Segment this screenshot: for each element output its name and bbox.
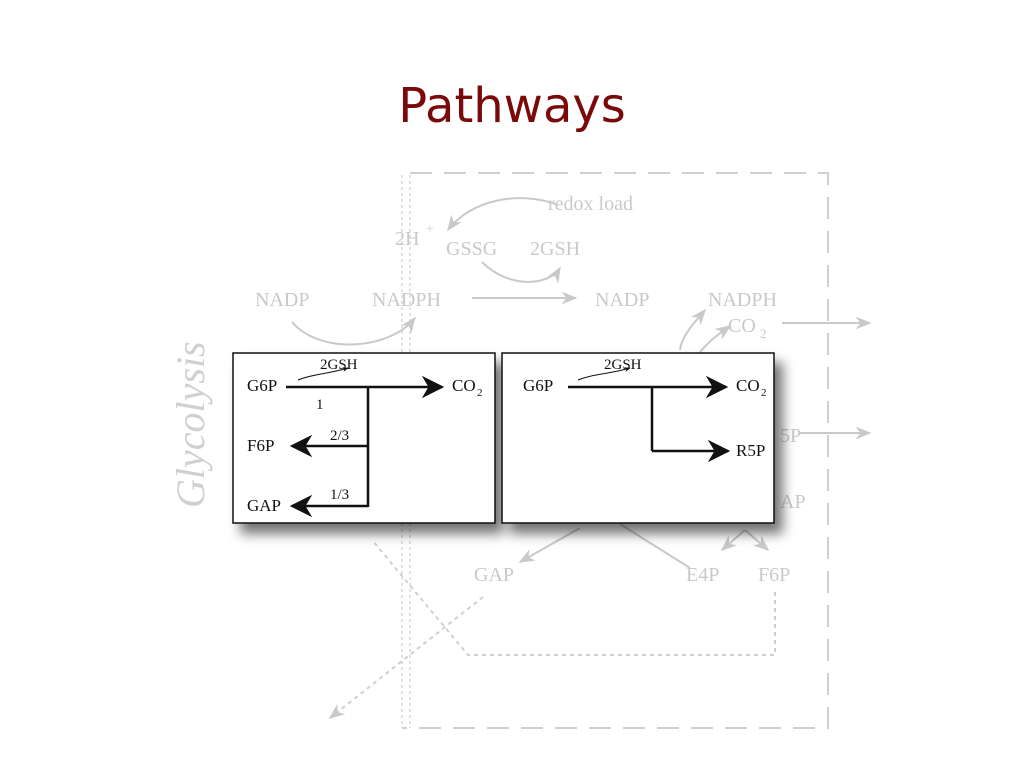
label-r5p-partial: 5P bbox=[780, 425, 801, 447]
panel-left-product-top-sub: 2 bbox=[477, 387, 483, 399]
panel-left-flux: 1 bbox=[316, 397, 324, 413]
label-ap-partial: AP bbox=[780, 491, 806, 513]
slide-title: Pathways bbox=[398, 78, 626, 134]
gap-arrow bbox=[518, 527, 581, 563]
panel-right-source: G6P bbox=[523, 376, 553, 395]
label-nadp-left: NADP bbox=[255, 289, 309, 311]
panel-right-branch-product: R5P bbox=[736, 441, 765, 460]
panel-right-product-top-sub: 2 bbox=[761, 387, 767, 399]
label-nadph-right: NADPH bbox=[708, 289, 777, 311]
panel-left-frame bbox=[232, 352, 496, 524]
panel-left-cofactor: 2GSH bbox=[320, 357, 358, 373]
redox-arrow-upper bbox=[447, 197, 559, 232]
redox-arrow-lower bbox=[481, 261, 561, 284]
label-nadph-left: NADPH bbox=[372, 289, 441, 311]
label-gssg: GSSG bbox=[446, 238, 497, 260]
label-h-plus-sup: + bbox=[426, 222, 434, 237]
label-f6p: F6P bbox=[758, 564, 790, 586]
label-redox-load: redox load bbox=[548, 193, 633, 215]
panel-right-frame bbox=[501, 352, 775, 524]
label-glycolysis: Glycolysis bbox=[168, 341, 213, 508]
nadp-curve-arrow bbox=[291, 316, 416, 346]
label-co2-sub: 2 bbox=[760, 326, 767, 341]
label-co2: CO bbox=[728, 315, 756, 337]
panel-left-branch-mid-product: F6P bbox=[247, 436, 274, 455]
f6p-arrow-2 bbox=[744, 529, 770, 552]
dotted-exit-arrow bbox=[328, 596, 484, 719]
panel-left-cofactor-arrow bbox=[297, 367, 349, 381]
label-gsh: 2GSH bbox=[530, 238, 580, 260]
panel-left: G6P 2GSH 1 CO 2 2/3 F6P 1/3 GAP bbox=[232, 352, 496, 524]
panel-left-source: G6P bbox=[247, 376, 277, 395]
f6p-arrow-1 bbox=[720, 529, 746, 552]
background-pathway: redox load 2H + GSSG 2GSH NADP NADPH NAD… bbox=[168, 172, 872, 729]
panel-right-cofactor-arrow bbox=[577, 367, 631, 381]
panel-left-branch-mid-fraction: 2/3 bbox=[330, 428, 349, 444]
panel-left-branch-low-product: GAP bbox=[247, 496, 281, 515]
panel-left-product-top: CO bbox=[452, 376, 476, 395]
label-e4p: E4P bbox=[686, 564, 719, 586]
panel-right-product-top: CO bbox=[736, 376, 760, 395]
compartment-border bbox=[402, 172, 829, 729]
nadph-up-arrow-1 bbox=[679, 308, 707, 351]
label-h-plus: 2H bbox=[395, 228, 419, 250]
panel-left-branch-low-fraction: 1/3 bbox=[330, 487, 349, 503]
label-nadp-right: NADP bbox=[595, 289, 649, 311]
e4p-arrow bbox=[619, 523, 691, 569]
nadph-up-arrow-2 bbox=[699, 325, 732, 353]
label-gap: GAP bbox=[474, 564, 514, 586]
dotted-return-path bbox=[371, 539, 776, 656]
panel-right-cofactor: 2GSH bbox=[604, 357, 642, 373]
panel-right: G6P 2GSH CO 2 R5P bbox=[501, 352, 775, 524]
